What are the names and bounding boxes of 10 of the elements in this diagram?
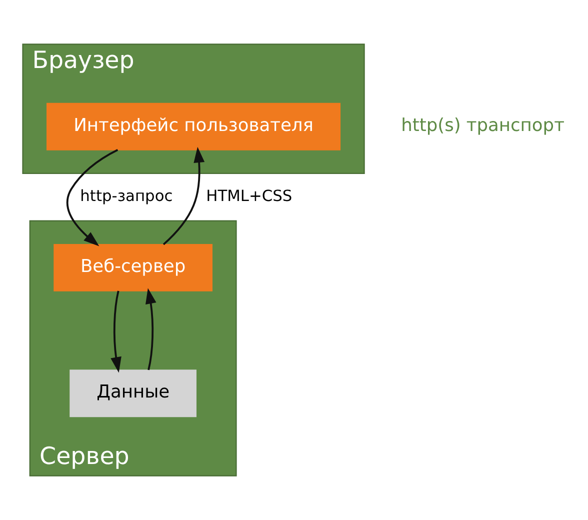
node-box: Интерфейс пользователя: [46, 102, 341, 150]
node-box: Веб-сервер: [54, 244, 212, 292]
node-box: Данные: [70, 370, 196, 418]
arrow: [66, 149, 118, 246]
edge-label: HTML+CSS: [206, 187, 292, 206]
arrow: [145, 288, 156, 370]
arrow: [162, 146, 205, 246]
label: http(s) транспорт: [401, 114, 564, 136]
edge-label: http-запрос: [80, 187, 173, 206]
arrow: [110, 290, 122, 373]
